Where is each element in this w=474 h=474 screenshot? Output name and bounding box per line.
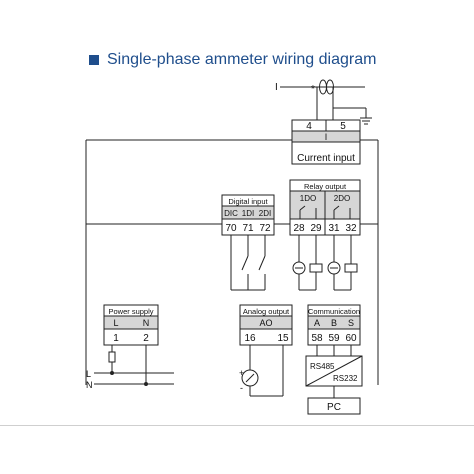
analog-output-block: Analog output AO 16 15 + - xyxy=(239,304,293,397)
relay-output-label-1do: 1DO xyxy=(300,194,316,203)
analog-output-terminal-16: 16 xyxy=(244,333,256,344)
power-supply-terminal-2: 2 xyxy=(143,333,149,344)
digital-input-terminal-70: 70 xyxy=(225,223,237,234)
power-supply-label-l: L xyxy=(113,318,118,328)
digital-input-label-dic: DIC xyxy=(224,209,238,218)
relay-output-terminal-32: 32 xyxy=(345,223,357,234)
current-input-block: I * 4 5 I Current input xyxy=(275,79,372,165)
current-line-label: I xyxy=(275,82,278,93)
digital-input-title: Digital input xyxy=(228,197,268,206)
ground-icon xyxy=(360,108,372,125)
communication-block: Communication A B S 58 59 60 RS485 RS232… xyxy=(305,304,363,415)
relay-output-terminal-29: 29 xyxy=(310,223,322,234)
communication-terminal-58: 58 xyxy=(311,333,323,344)
communication-label-s: S xyxy=(348,318,354,328)
analog-output-minus: - xyxy=(240,383,243,393)
relay-load-2-icon xyxy=(327,261,358,275)
relay-output-block: Relay output 1DO 2DO 28 29 31 32 xyxy=(289,179,361,291)
power-supply-label-n: N xyxy=(143,318,150,328)
current-terminal-5: 5 xyxy=(340,121,346,132)
bottom-divider xyxy=(0,425,474,426)
communication-pc: PC xyxy=(327,402,341,413)
current-caption: Current input xyxy=(297,153,355,164)
digital-input-label-1di: 1DI xyxy=(242,209,254,218)
digital-input-switch-2-icon xyxy=(258,235,266,290)
communication-rs232: RS232 xyxy=(333,374,358,383)
power-supply-block: Power supply L N 1 2 L N xyxy=(86,304,174,390)
current-terminal-4: 4 xyxy=(306,121,312,132)
digital-input-label-2di: 2DI xyxy=(259,209,271,218)
relay-contact-1-icon xyxy=(299,205,317,219)
mains-label-l: L xyxy=(86,369,91,379)
communication-terminal-59: 59 xyxy=(328,333,340,344)
relay-output-label-2do: 2DO xyxy=(334,194,350,203)
ammeter-icon xyxy=(241,369,259,387)
title-bar: Single-phase ammeter wiring diagram xyxy=(89,48,376,72)
mains-label-n: N xyxy=(86,380,93,390)
communication-label-a: A xyxy=(314,318,320,328)
power-supply-title: Power supply xyxy=(108,307,153,316)
relay-load-1-icon xyxy=(292,261,323,275)
pc-box xyxy=(307,397,361,415)
analog-output-terminal-15: 15 xyxy=(277,333,289,344)
fuse-icon xyxy=(108,351,116,363)
relay-output-terminal-31: 31 xyxy=(328,223,340,234)
analog-output-title: Analog output xyxy=(243,307,290,316)
power-supply-terminal-1: 1 xyxy=(113,333,119,344)
rs485-rs232-converter: RS485 RS232 xyxy=(305,355,363,387)
analog-output-plus: + xyxy=(239,368,244,378)
diagram-title: Single-phase ammeter wiring diagram xyxy=(107,51,377,68)
relay-contact-2-icon xyxy=(333,205,351,219)
title-bullet-icon xyxy=(89,55,99,65)
relay-output-terminal-28: 28 xyxy=(293,223,305,234)
current-polarity-mark: * xyxy=(311,84,315,95)
digital-input-terminal-71: 71 xyxy=(242,223,254,234)
communication-terminal-60: 60 xyxy=(345,333,357,344)
analog-output-label: AO xyxy=(259,318,272,328)
communication-label-b: B xyxy=(331,318,337,328)
communication-title: Communication xyxy=(308,307,360,316)
digital-input-block: Digital input DIC 1DI 2DI 70 71 72 xyxy=(221,194,275,291)
digital-input-terminal-72: 72 xyxy=(259,223,271,234)
communication-rs485: RS485 xyxy=(310,362,335,371)
digital-input-switch-1-icon xyxy=(241,235,249,290)
relay-output-title: Relay output xyxy=(304,182,347,191)
current-symbol: I xyxy=(325,132,328,142)
